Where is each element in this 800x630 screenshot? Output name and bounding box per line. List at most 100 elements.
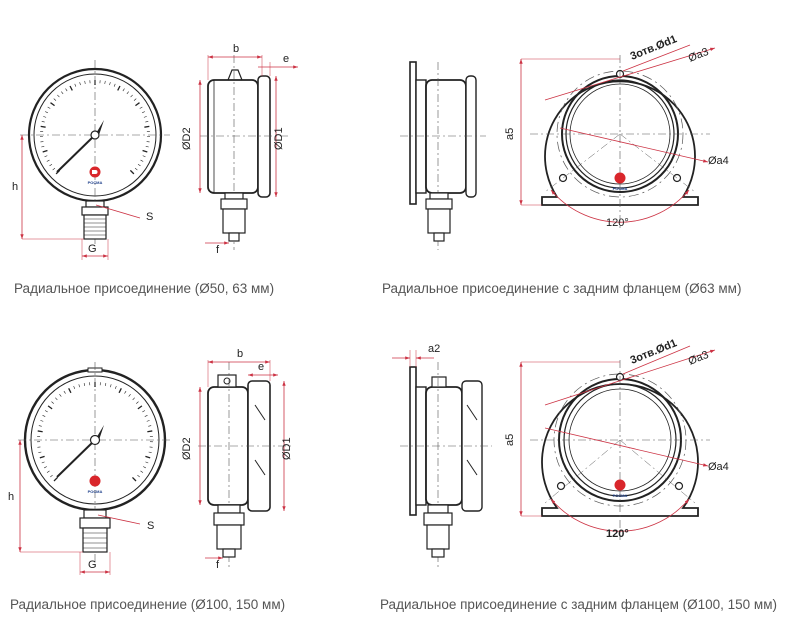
dial-tick [63,390,66,394]
label-h: h [12,181,18,193]
dial-tick [42,149,48,153]
gauge-flange-side-view-large: a2 [392,343,492,570]
dial-tick [142,410,146,413]
gauge-front-view-small: РОСМА h S G [12,60,170,260]
label-angle: 120° [606,217,629,229]
dial-tick [137,163,141,167]
label-a5: a5 [504,128,516,140]
label-e: e [258,361,264,373]
brand-logo: РОСМА [88,475,103,494]
dial-tick [135,102,140,107]
flange-front-view-small: РОСМА a5 3отв.Ød1 Øa3 Øa4 120° [504,33,729,230]
label-a4: Øa4 [708,461,729,473]
dial-tick [130,94,133,98]
dial-tick [142,155,146,158]
dial-tick [122,88,125,92]
dial-tick [132,477,137,482]
label-d2: ØD2 [181,127,193,150]
dial-tick [136,401,139,404]
svg-text:РОСМА: РОСМА [613,186,628,191]
dial-tick [52,167,56,171]
pointer [56,439,96,478]
dial-tick [46,159,50,162]
dial-tick [132,397,135,401]
dial-tick [57,94,60,98]
svg-text:РОСМА: РОСМА [613,493,628,498]
dial-tick [144,125,150,128]
dial-tick [41,121,45,123]
caption-flange-large: Радиальное присоединение с задним фланце… [380,597,777,612]
label-g: G [88,559,97,571]
dial-tick [142,149,148,153]
dial-tick [50,102,55,107]
dial-tick [117,85,121,91]
brand-logo: РОСМА [613,479,628,498]
dial-tick [118,388,122,394]
label-h: h [8,491,14,503]
dial-tick [145,455,151,459]
dial-tick [43,116,47,118]
dial-tick [134,167,138,171]
dial-ticks [40,80,150,175]
label-b: b [237,348,243,360]
dial-tick [113,83,116,87]
label-b: b [233,43,239,55]
pointer [56,134,96,173]
dial-tick [40,125,46,128]
dial-tick [44,155,48,158]
dial-tick [40,420,44,422]
svg-text:РОСМА: РОСМА [88,180,103,185]
dial-tick [41,146,45,148]
caption-flange-small: Радиальное присоединение с задним фланце… [382,281,742,296]
dial-tick [73,385,76,389]
label-a3: Øa3 [687,349,711,368]
dial-tick [49,163,53,167]
label-d1-holes: 3отв.Ød1 [629,33,679,63]
gauge-side-view-small: b e ØD2 ØD1 f [181,43,298,256]
caption-radial-large: Радиальное присоединение (Ø100, 150 мм) [10,597,286,612]
dial-tick [126,91,129,95]
dial-tick [59,393,62,397]
dial-tick [145,146,149,148]
dial-tick [145,121,149,123]
dial-tick [84,80,86,84]
dial-tick [38,425,42,427]
label-a4: Øa4 [708,155,729,167]
dial-tick [139,106,143,109]
dial-tick [46,470,50,473]
label-s: S [147,520,154,532]
dial-tick [55,397,58,401]
dial-tick [79,82,81,86]
dial-tick [38,451,42,453]
label-d1: ØD1 [273,127,285,150]
dial-tick [129,169,135,175]
dial-tick [140,159,144,162]
label-f: f [216,244,220,256]
brand-logo: РОСМА [88,166,103,185]
dial-tick [114,385,117,389]
dial-tick [146,420,150,422]
dial-tick [51,401,54,404]
label-angle: 120° [606,528,629,540]
label-d1-holes: 3отв.Ød1 [629,337,679,367]
label-a5: a5 [504,434,516,446]
dial-tick [83,382,85,387]
dial-tick [140,470,144,473]
svg-text:РОСМА: РОСМА [88,489,103,494]
dial-tick [105,382,107,387]
dial-tick [42,415,46,417]
dial-tick [74,83,77,87]
label-a3: Øa3 [687,46,711,65]
dial-tick [44,410,48,413]
dial-tick [39,455,45,459]
caption-radial-small: Радиальное присоединение (Ø50, 63 мм) [14,281,275,296]
dial-tick [137,405,143,410]
dial-tick [148,425,152,427]
dial-tick [47,106,51,109]
dial-tick [37,430,43,433]
dial-tick [137,474,140,478]
dial-tick [41,461,45,464]
dial-tick [53,98,57,101]
label-d1: ØD1 [281,437,293,460]
